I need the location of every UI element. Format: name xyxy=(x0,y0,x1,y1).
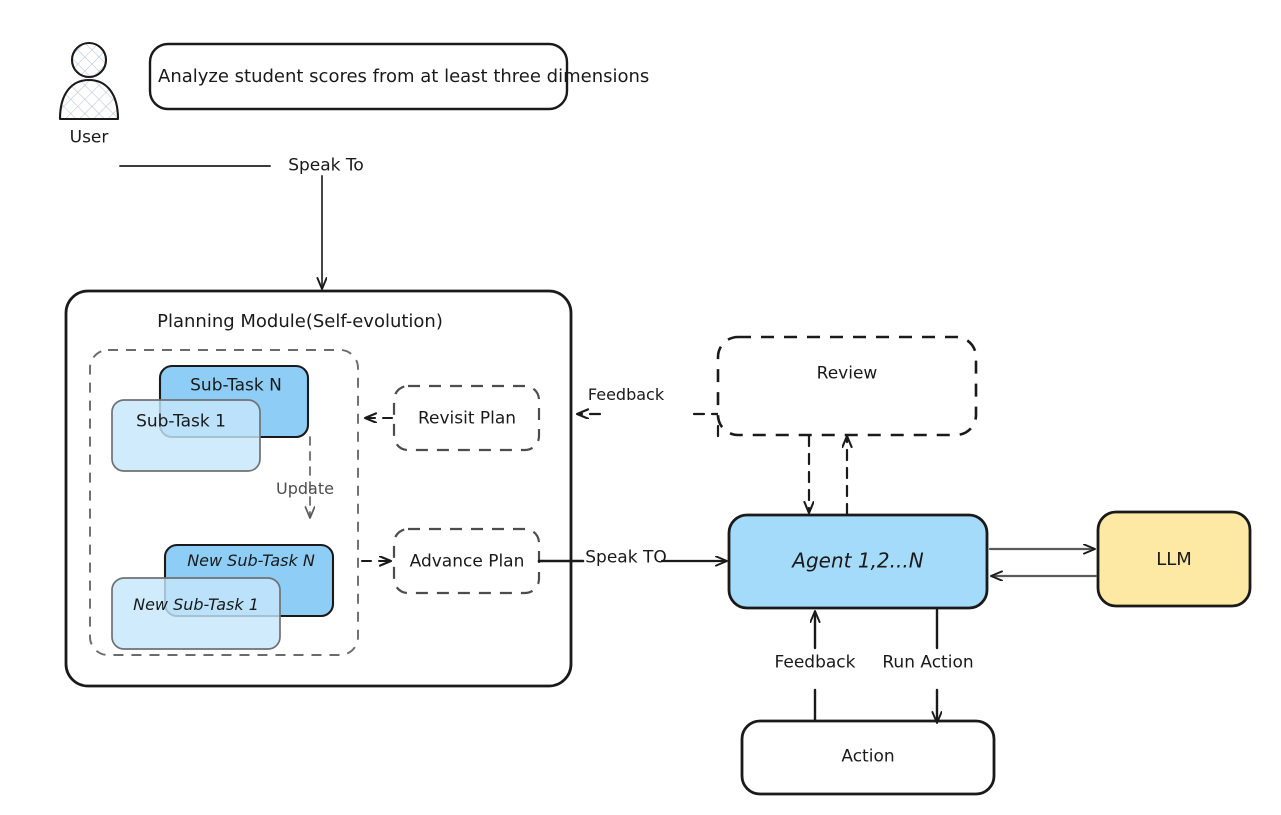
advance-plan-node[interactable] xyxy=(392,527,541,595)
edge-review-to-planning xyxy=(578,414,720,438)
edge-user-to-planning xyxy=(119,165,322,288)
action-node[interactable] xyxy=(740,719,996,796)
user-avatar-icon xyxy=(58,41,120,121)
revisit-plan-node[interactable] xyxy=(392,384,541,452)
sub-task-1-card xyxy=(111,399,261,472)
review-node[interactable] xyxy=(716,335,978,437)
llm-node[interactable] xyxy=(1096,510,1252,608)
task-request-bubble xyxy=(148,42,569,111)
new-sub-task-1-card xyxy=(111,577,281,650)
plan-stack-dashed-container xyxy=(89,349,359,656)
agent-node[interactable] xyxy=(727,513,989,610)
